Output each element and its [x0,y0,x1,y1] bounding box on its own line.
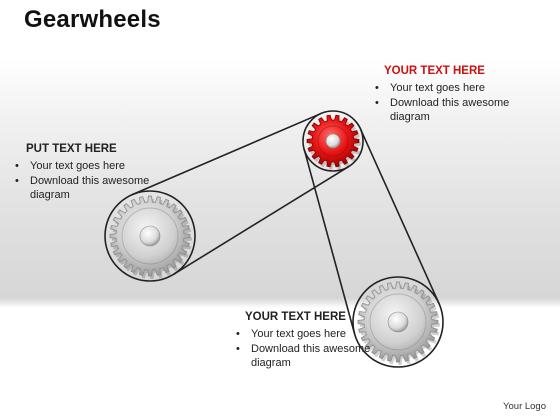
left-silver-gear-icon [109,195,192,279]
text-block-bottom: YOUR TEXT HERE Your text goes here Downl… [233,310,393,371]
text-block-left: PUT TEXT HERE Your text goes here Downlo… [12,142,152,203]
page-title: Gearwheels [24,6,161,33]
belt-segment-1-0 [303,148,356,335]
belt-segment-1-1 [359,128,440,304]
left-heading: PUT TEXT HERE [26,143,117,155]
left-silver-gear-hub [139,225,161,247]
text-block-top: YOUR TEXT HERE Your text goes here Downl… [372,64,532,125]
belt-wrap-0 [302,110,364,172]
bottom-bullet-1: Your text goes here [233,327,393,341]
red-drive-gear-hub [325,133,341,149]
belt-group [104,110,444,368]
red-drive-gear-icon [306,114,361,170]
bottom-heading: YOUR TEXT HERE [245,311,346,323]
bottom-silver-gear-hub [387,311,409,333]
top-heading: YOUR TEXT HERE [384,65,485,77]
top-bullet-2: Download this awesome diagram [372,96,532,124]
belt-wrap-2 [352,276,444,368]
left-bullet-1: Your text goes here [12,159,152,173]
belt-segment-0-1 [173,165,350,276]
bottom-bullet-2: Download this awesome diagram [233,342,393,370]
top-bullet-1: Your text goes here [372,81,532,95]
left-bullet-2: Download this awesome diagram [12,174,152,202]
belt-segment-0-0 [131,112,322,196]
logo-text: Your Logo [503,401,546,412]
